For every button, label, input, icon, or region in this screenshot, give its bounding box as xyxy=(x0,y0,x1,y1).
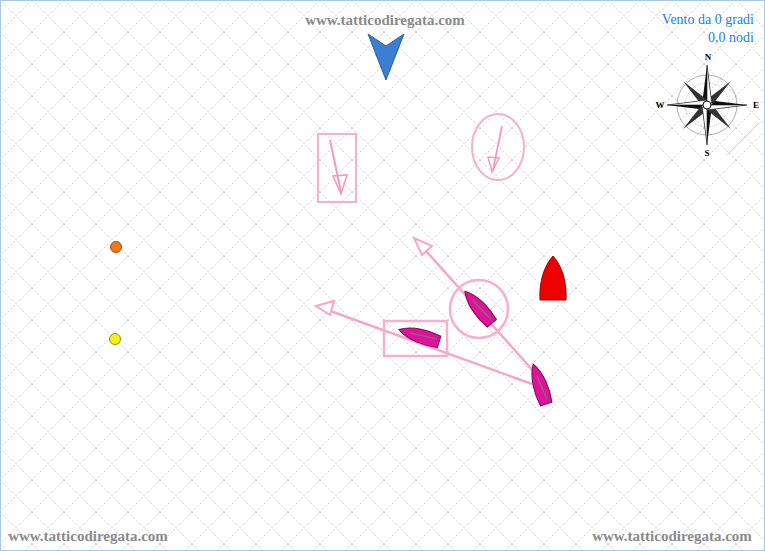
compass-letter: S xyxy=(704,149,709,159)
highlight-circle xyxy=(450,280,508,338)
compass-letter: W xyxy=(656,101,665,111)
watermark: www.tatticodiregata.com xyxy=(8,528,168,545)
buoy xyxy=(110,334,121,345)
watermark: www.tatticodiregata.com xyxy=(592,528,752,545)
boat xyxy=(526,362,553,406)
watermark: www.tatticodiregata.com xyxy=(305,12,465,29)
committee-boat xyxy=(540,256,566,300)
course-line xyxy=(322,308,532,384)
highlight-ellipse xyxy=(472,114,524,180)
buoy xyxy=(111,242,122,253)
compass-letter: E xyxy=(753,101,759,111)
highlight-box xyxy=(384,321,447,356)
compass-letter: N xyxy=(705,53,712,63)
boat xyxy=(459,287,497,328)
course-line xyxy=(418,242,536,374)
wind-direction: Vento da 0 gradi xyxy=(662,12,754,27)
compass-rose xyxy=(667,65,759,155)
wind-speed: 0,0 nodi xyxy=(708,30,754,45)
wind-arrow xyxy=(368,34,404,80)
highlight-box xyxy=(318,134,356,202)
boat xyxy=(397,323,441,349)
